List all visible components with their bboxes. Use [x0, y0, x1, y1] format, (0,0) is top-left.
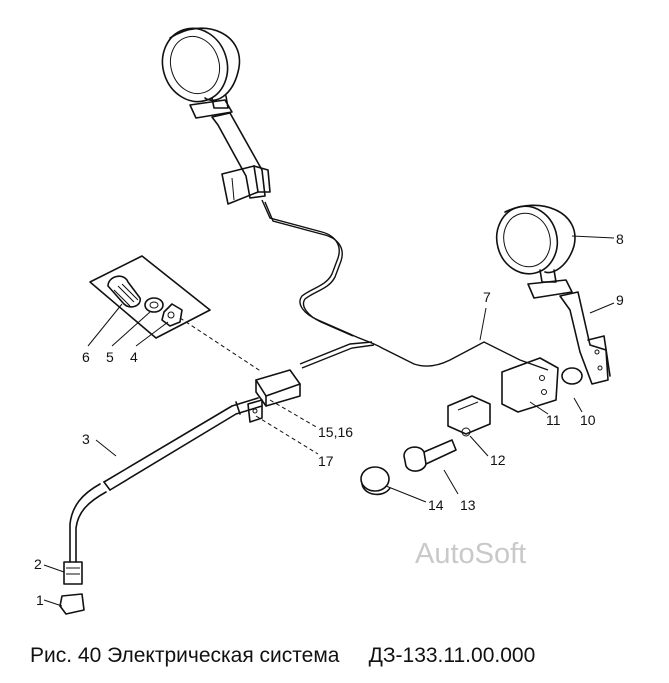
callout-17: 17	[318, 453, 334, 469]
callout-15-16: 15,16	[318, 424, 353, 440]
callout-10: 10	[580, 412, 596, 428]
watermark-text: AutoSoft	[415, 538, 527, 570]
callout-12: 12	[490, 452, 506, 468]
upper-lamp-bracket	[211, 112, 271, 205]
cap-14	[360, 466, 391, 496]
right-headlamp	[495, 204, 576, 299]
junction-block	[255, 369, 301, 407]
callout-14: 14	[428, 497, 444, 513]
plate-11	[501, 357, 559, 413]
figure-caption: Рис. 40 Электрическая система ДЗ-133.11.…	[30, 644, 536, 667]
right-lamp-bracket	[559, 291, 611, 385]
callout-6: 6	[82, 349, 90, 365]
callout-7: 7	[483, 289, 491, 305]
connector-10	[561, 367, 583, 385]
callout-8: 8	[616, 231, 624, 247]
leader-lines	[43, 235, 615, 607]
callout-9: 9	[616, 292, 624, 308]
wiring-harness	[261, 199, 549, 371]
callout-numbers: 1 2 3 4 5 6 7 8 9 10 11 12 13 14 15,16 1…	[34, 231, 624, 608]
callout-4: 4	[130, 349, 138, 365]
callout-1: 1	[36, 592, 44, 608]
callout-5: 5	[106, 349, 114, 365]
sleeved-cable	[69, 397, 263, 563]
callout-13: 13	[460, 497, 476, 513]
bolt-13	[403, 439, 457, 472]
switch-12	[447, 395, 491, 437]
upper-headlamp	[161, 27, 241, 119]
callout-3: 3	[82, 431, 90, 447]
cable-clip	[247, 399, 263, 423]
callout-2: 2	[34, 556, 42, 572]
fastener-kit	[89, 255, 263, 373]
plug-and-cap	[59, 561, 85, 615]
callout-11: 11	[546, 412, 561, 428]
